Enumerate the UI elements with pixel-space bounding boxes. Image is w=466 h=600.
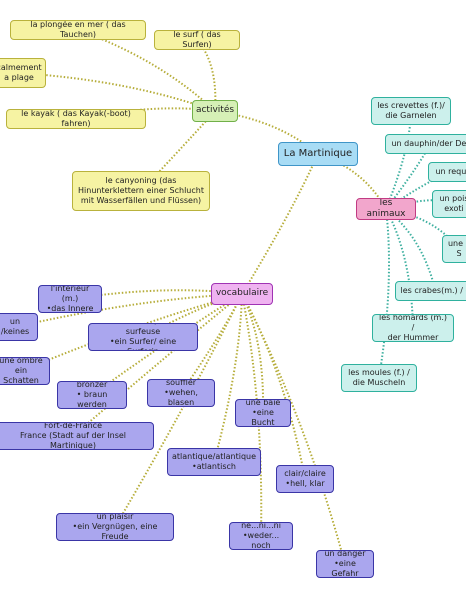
connector-branch-animaux-animal-homards (385, 208, 414, 329)
activity-label: la plongée en mer ( das Tauchen) (30, 20, 126, 39)
branch-vocabulaire[interactable]: vocabulaire (211, 283, 273, 305)
branch-activites[interactable]: activités (192, 100, 238, 122)
vocab-label: un surfeur / une surfeuse •ein Surfer/ e… (109, 324, 177, 350)
animal-label: un requi (435, 167, 466, 176)
vocab-baie[interactable]: une baie •eine Bucht (235, 399, 291, 427)
activity-canyoning[interactable]: le canyoning (das Hinunterklettern einer… (72, 171, 210, 211)
center-node[interactable]: La Martinique (278, 142, 358, 166)
vocab-bronzer[interactable]: bronzer • braun werden (57, 381, 127, 409)
vocab-label: clair/claire •hell, klar (284, 469, 326, 488)
vocab-danger[interactable]: un danger •eine Gefahr (316, 550, 374, 578)
connector-branch-activites-activity-kayak (75, 107, 216, 120)
vocab-label: l'intérieur (m.) •das Innere (46, 285, 94, 313)
vocab-souffler[interactable]: souffler •wehen, blasen (147, 379, 215, 407)
vocab-label: souffler •wehen, blasen (164, 379, 198, 407)
activity-label: le surf ( das Surfen) (173, 30, 221, 49)
activity-label: le canyoning (das Hinunterklettern einer… (78, 176, 204, 205)
vocab-surfeur[interactable]: un surfeur / une surfeuse •ein Surfer/ e… (88, 323, 198, 351)
vocab-label: un /keines (0, 317, 30, 336)
vocab-label: un plaisir •ein Vergnügen, eine Freude (72, 513, 158, 541)
vocab-ombre[interactable]: une ombre ein Schatten (0, 357, 50, 385)
vocab-clair[interactable]: clair/claire •hell, klar (276, 465, 334, 493)
connector-branch-vocabulaire-vocab-souffler (180, 293, 243, 394)
vocab-label: bronzer • braun werden (76, 381, 108, 409)
center-label: La Martinique (283, 147, 353, 159)
vocab-label: Fort-de-France France (Stadt auf der Ins… (19, 422, 127, 450)
vocab-interieur[interactable]: l'intérieur (m.) •das Innere (38, 285, 102, 313)
animal-crabes[interactable]: les crabes(m.) / d (395, 281, 466, 301)
animal-homards[interactable]: les homards (m.) / der Hummer (372, 314, 454, 342)
activity-plongee[interactable]: la plongée en mer ( das Tauchen) (10, 20, 146, 40)
animal-label: les crabes(m.) / d (400, 286, 466, 295)
connector-branch-vocabulaire-vocab-atlantique (213, 293, 243, 463)
animal-moules[interactable]: les moules (f.) / die Muscheln (341, 364, 417, 392)
connector-branch-vocabulaire-vocab-surfeur (142, 293, 243, 338)
vocab-atlantique[interactable]: atlantique/atlantique •atlantisch (167, 448, 261, 476)
animal-poisson[interactable]: un pois exoti (432, 190, 466, 218)
vocab-fort-de-france[interactable]: Fort-de-France France (Stadt auf der Ins… (0, 422, 154, 450)
branch-animaux[interactable]: les animaux (356, 198, 416, 220)
animal-label: un dauphin/der Del (391, 139, 466, 148)
connector-branch-animaux-animal-moules (378, 208, 391, 379)
connector-branch-vocabulaire-vocab-baie (241, 293, 265, 414)
branch-vocabulaire-label: vocabulaire (215, 288, 269, 299)
vocab-label: atlantique/atlantique •atlantisch (171, 452, 257, 471)
animal-dauphin[interactable]: un dauphin/der Del (385, 134, 466, 154)
vocab-plaisir[interactable]: un plaisir •ein Vergnügen, eine Freude (56, 513, 174, 541)
connector-center-node-branch-vocabulaire (241, 153, 319, 295)
activity-calmement[interactable]: calmement a plage (0, 58, 46, 88)
activity-label: calmement a plage (0, 63, 42, 82)
animal-une-c[interactable]: une c S (442, 235, 466, 263)
animal-label: les crevettes (f.)/ die Garnelen (377, 101, 445, 120)
animal-label: un pois exoti (439, 194, 466, 213)
vocab-label: ne...ni...ni •weder... noch (241, 522, 281, 550)
connector-branch-vocabulaire-vocab-danger (241, 293, 346, 565)
connector-branch-activites-activity-calmement (18, 72, 216, 112)
animal-crevettes[interactable]: les crevettes (f.)/ die Garnelen (371, 97, 451, 125)
animal-label: les homards (m.) / der Hummer (378, 314, 448, 342)
activity-kayak[interactable]: le kayak ( das Kayak(-boot) fahren) (6, 109, 146, 129)
vocab-label: une baie •eine Bucht (245, 399, 281, 427)
vocab-ni-ni[interactable]: ne...ni...ni •weder... noch (229, 522, 293, 550)
vocab-label: une ombre ein Schatten (0, 357, 43, 385)
animal-requin[interactable]: un requi (428, 162, 466, 182)
vocab-un-keines[interactable]: un /keines (0, 313, 38, 341)
connector-branch-animaux-animal-crabes (385, 208, 437, 292)
connector-branch-vocabulaire-vocab-fort-de-france (72, 293, 243, 437)
branch-activites-label: activités (195, 105, 235, 116)
connector-branch-vocabulaire-vocab-plaisir (114, 293, 243, 528)
activity-surf[interactable]: le surf ( das Surfen) (154, 30, 240, 50)
animal-label: une c S (447, 239, 466, 258)
animal-label: les moules (f.) / die Muscheln (348, 368, 410, 387)
vocab-label: un danger •eine Gefahr (324, 550, 366, 578)
branch-animaux-label: les animaux (366, 198, 406, 219)
activity-label: le kayak ( das Kayak(-boot) fahren) (21, 109, 131, 128)
